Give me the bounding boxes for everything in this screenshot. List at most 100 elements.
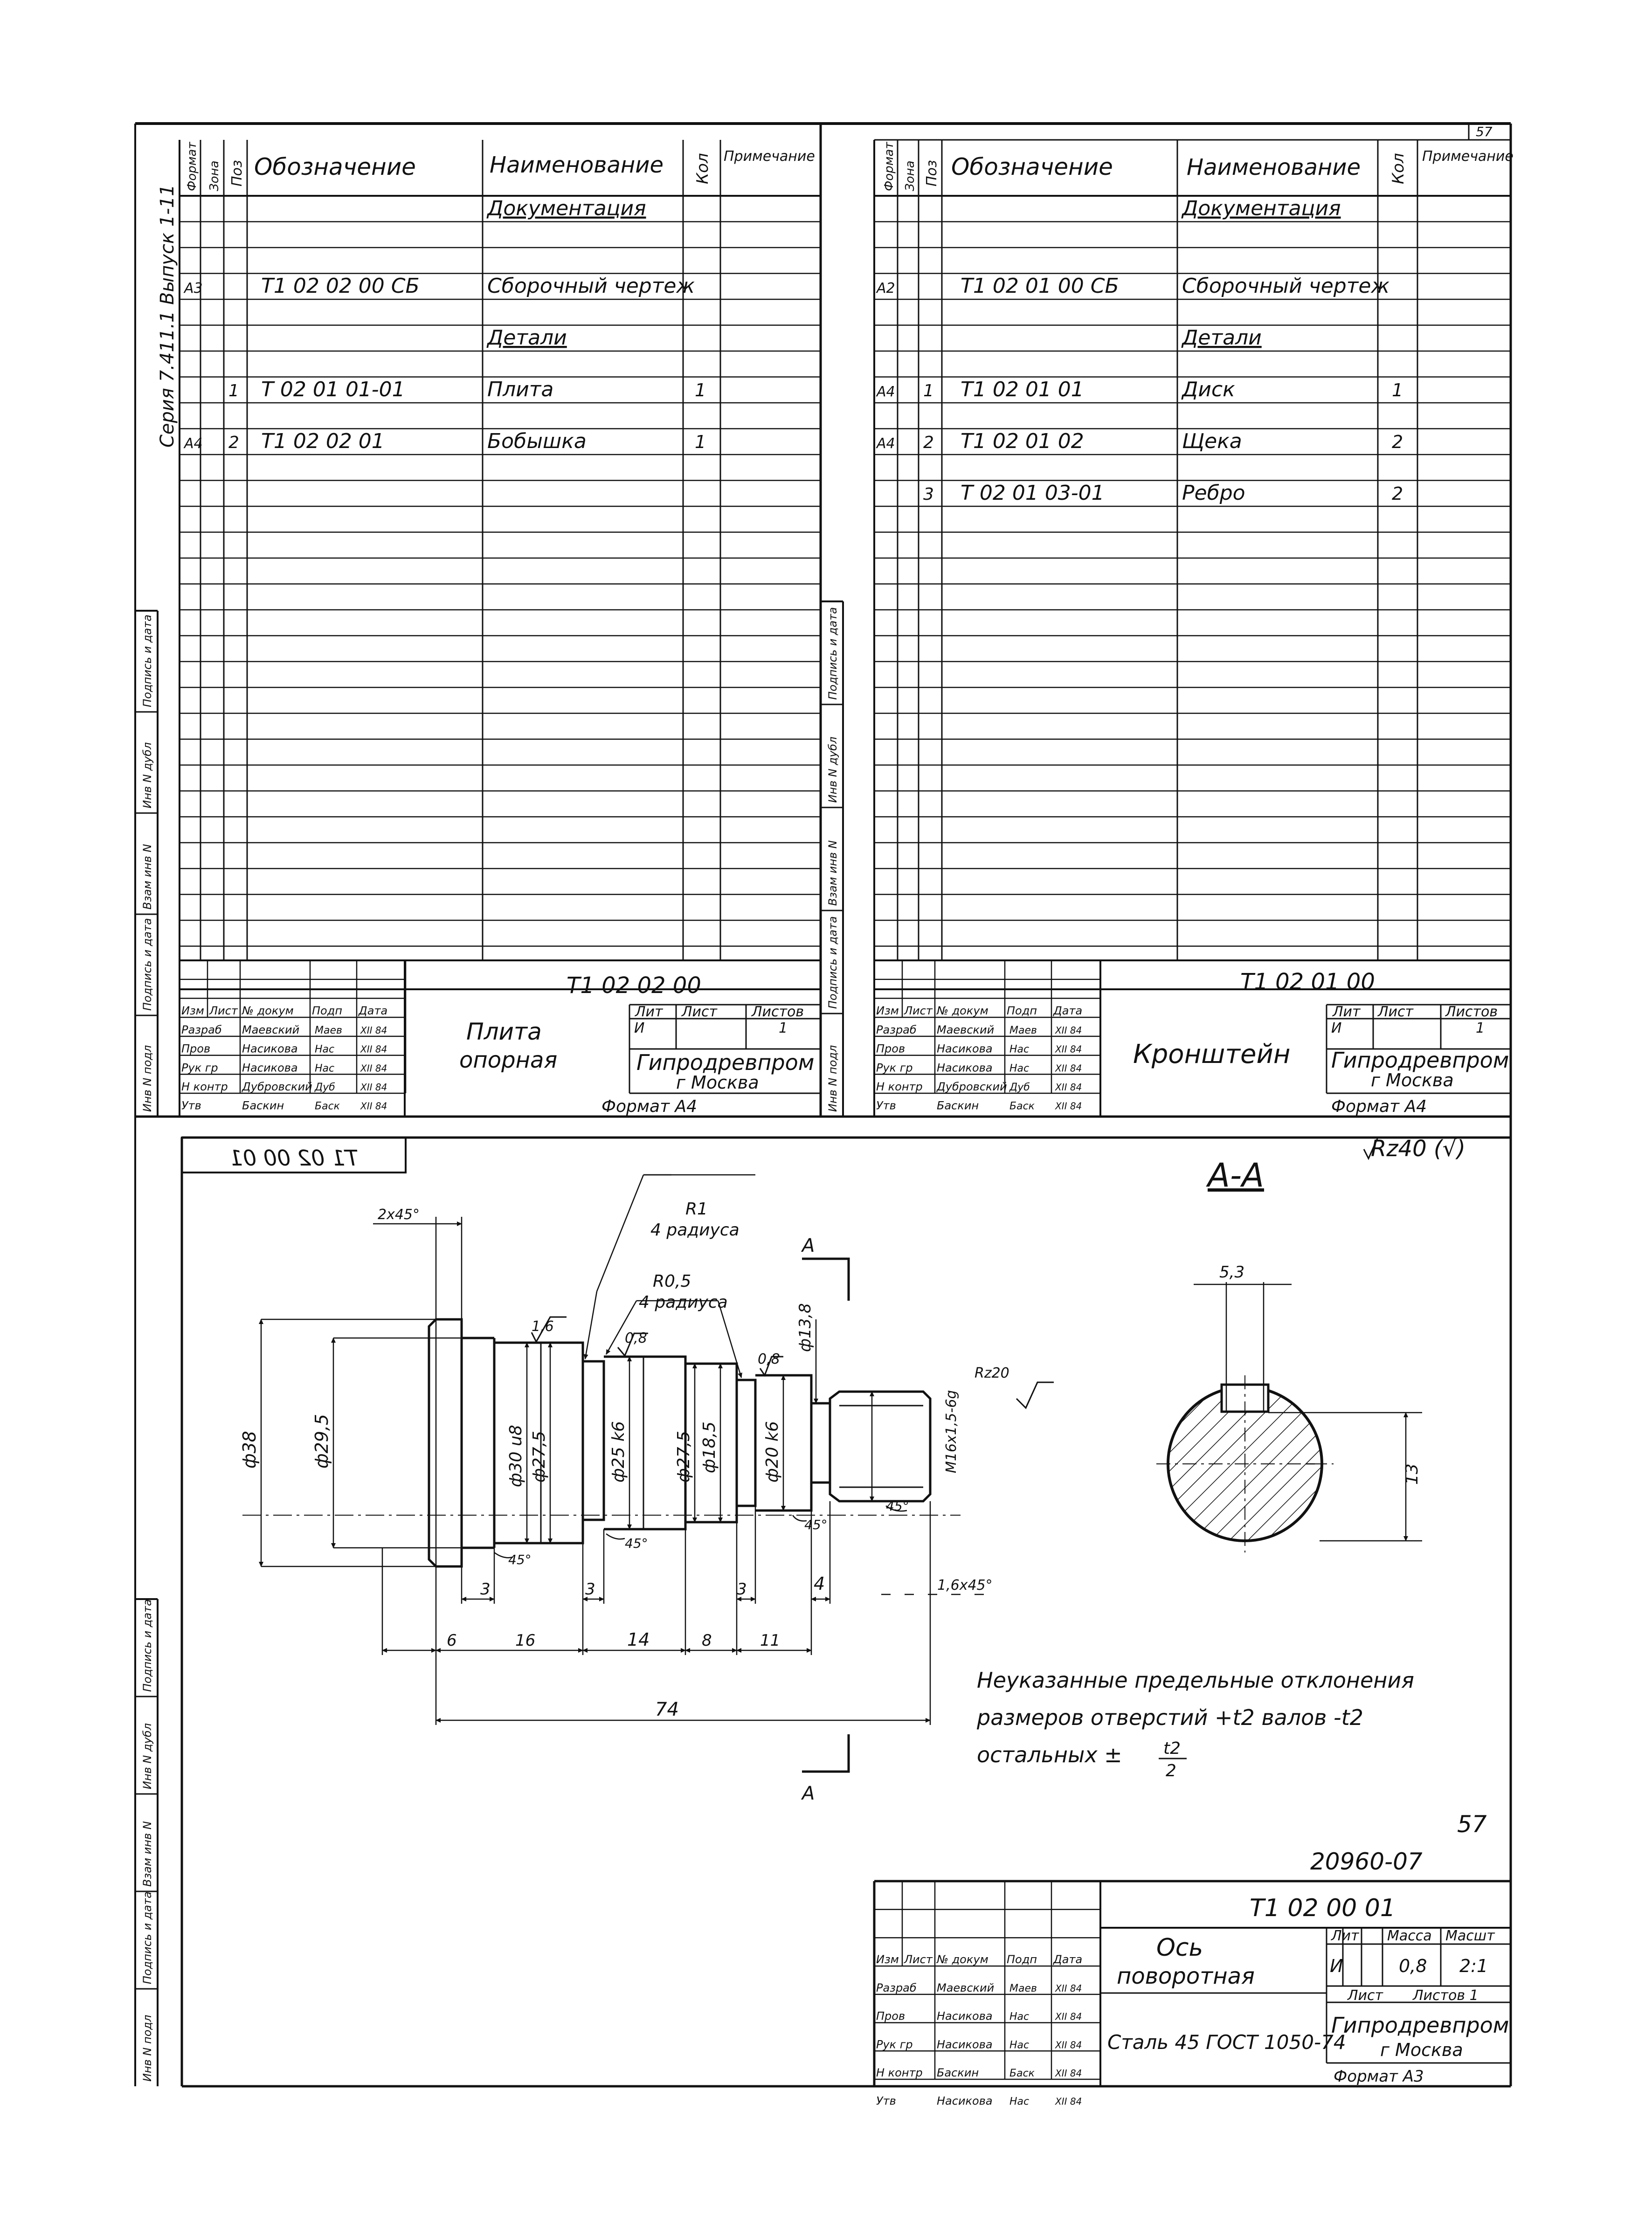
strip-label: Инв N подл [141, 1045, 154, 1112]
len-16: 16 [515, 1631, 535, 1650]
bottom-lit-value: И [1330, 1956, 1343, 1976]
row-qty: 1 [1392, 380, 1403, 400]
left-title-block-grid [179, 959, 407, 1094]
sheet-number: 57 [1457, 1811, 1487, 1838]
header-designation: Обозначение [951, 153, 1113, 180]
tb-role: Рук гр [876, 2038, 913, 2051]
tb-person: Насикова [937, 1042, 993, 1055]
bottom-scale-header: Масшт [1445, 1928, 1495, 1944]
section-label-bottom: А [801, 1783, 815, 1804]
dimension-lines [259, 1174, 993, 1773]
header-zone: Зона [903, 160, 917, 191]
archive-number: 20960-07 [1310, 1848, 1423, 1875]
tb-date: XII 84 [1055, 2096, 1082, 2107]
left-title-name-2: опорная [459, 1047, 557, 1073]
tb-date: XII 84 [1055, 2011, 1082, 2022]
left-title-name-1: Плита [466, 1018, 542, 1045]
note-frac-bottom: 2 [1166, 1761, 1176, 1780]
right-title-block-grid [873, 959, 1101, 1094]
strip-label: Взам инв N [141, 844, 154, 910]
strip-label: Подпись и дата [141, 614, 154, 707]
tb-sign: Нас [1009, 2011, 1029, 2023]
dia-13-8: ф13,8 [796, 1303, 815, 1352]
tb-sign: Баск [1009, 1101, 1035, 1112]
tb-role: Утв [876, 2095, 896, 2108]
len-overall: 74 [655, 1699, 679, 1720]
tb-col-header: Лист [904, 1953, 933, 1966]
angle-d: 45° [886, 1498, 909, 1514]
tb-person: Маевский [937, 1981, 994, 1994]
dia-25k6: ф25 k6 [609, 1421, 628, 1483]
right-org-2: г Москва [1371, 1070, 1454, 1090]
tb-date: XII 84 [360, 1082, 387, 1093]
strip-label: Подпись и дата [141, 1891, 154, 1984]
len-3a: 3 [480, 1580, 491, 1599]
spec-row: Документация [1181, 197, 1341, 221]
tb-role: Пров [876, 1042, 905, 1055]
tb-sign: Нас [1009, 1062, 1029, 1074]
dimension-texts: 2х45° R1 4 радиуса R0,5 4 радиуса 1,6 0,… [239, 1136, 1465, 1804]
header-zone: Зона [207, 160, 221, 191]
right-sheet-header: Лист [1377, 1004, 1414, 1020]
bottom-org-2: г Москва [1380, 2040, 1463, 2060]
tb-sign: Маев [1009, 1025, 1037, 1036]
header-qty: Кол [1389, 153, 1408, 184]
tb-col-header: № докум [936, 1953, 988, 1966]
tb-sign: Дуб [1009, 1082, 1030, 1093]
tb-person: Баскин [937, 2066, 979, 2079]
tb-role: Разраб [876, 1981, 917, 1994]
r05-label: R0,5 [653, 1272, 691, 1291]
section-view: 5,3 13 [1156, 1263, 1422, 1552]
tb-date: XII 84 [360, 1062, 387, 1074]
r05-count: 4 радиуса [639, 1293, 728, 1312]
tb-date: XII 84 [1055, 1025, 1082, 1036]
row-format: А2 [876, 280, 895, 297]
technical-notes: Неуказанные предельные отклонения размер… [976, 1668, 1414, 1780]
row-name: Документация [486, 197, 646, 221]
tb-role: Пров [181, 1042, 210, 1055]
tb-sign: Нас [1009, 2096, 1029, 2108]
tb-sign: Нас [315, 1062, 334, 1074]
strip-label: Инв N подл [826, 1045, 839, 1112]
tb-col-header: Дата [358, 1004, 387, 1017]
spec-row: Детали [1181, 326, 1262, 350]
row-designation: Т1 02 01 01 [961, 378, 1084, 401]
spec-row: Детали [486, 326, 567, 350]
bottom-name-2: поворотная [1117, 1963, 1255, 1989]
right-doc-code: Т1 02 01 00 [1240, 969, 1375, 995]
left-doc-code: Т1 02 02 00 [567, 973, 701, 999]
right-spec-header: Формат Зона Поз Обозначение Наименование… [882, 142, 1514, 191]
angle-a: 45° [508, 1552, 532, 1567]
tb-role: Утв [181, 1099, 201, 1112]
tb-col-header: № докум [936, 1004, 988, 1017]
rough-16: 1,6 [532, 1318, 554, 1335]
bottom-material: Сталь 45 ГОСТ 1050-74 [1107, 2031, 1346, 2054]
note-line-1: Неуказанные предельные отклонения [977, 1668, 1414, 1693]
tb-col-header: Лист [904, 1004, 933, 1017]
section-label-top: А [801, 1235, 815, 1256]
chamfer-end: 1,6х45° [937, 1577, 993, 1593]
left-spec-sheet: Формат Зона Поз Обозначение Наименование… [134, 122, 822, 1118]
row-name: Щека [1182, 429, 1242, 453]
len-6: 6 [447, 1631, 457, 1650]
len-3c: 3 [737, 1580, 747, 1599]
dia-30u8: ф30 u8 [506, 1425, 525, 1487]
tb-col-header: Дата [1053, 1953, 1082, 1966]
strip-label: Взам инв N [141, 1821, 154, 1887]
tb-role: Рук гр [181, 1061, 218, 1074]
series-label: Серия 7.411.1 Выпуск 1-11 [157, 184, 178, 448]
row-designation: Т 02 01 01-01 [261, 378, 405, 401]
len-4: 4 [814, 1573, 825, 1594]
row-format: А4 [876, 435, 895, 452]
bottom-org-1: Гипродревпром [1331, 2013, 1509, 2038]
len-14: 14 [627, 1629, 650, 1650]
r1-count: 4 радиуса [650, 1221, 740, 1240]
